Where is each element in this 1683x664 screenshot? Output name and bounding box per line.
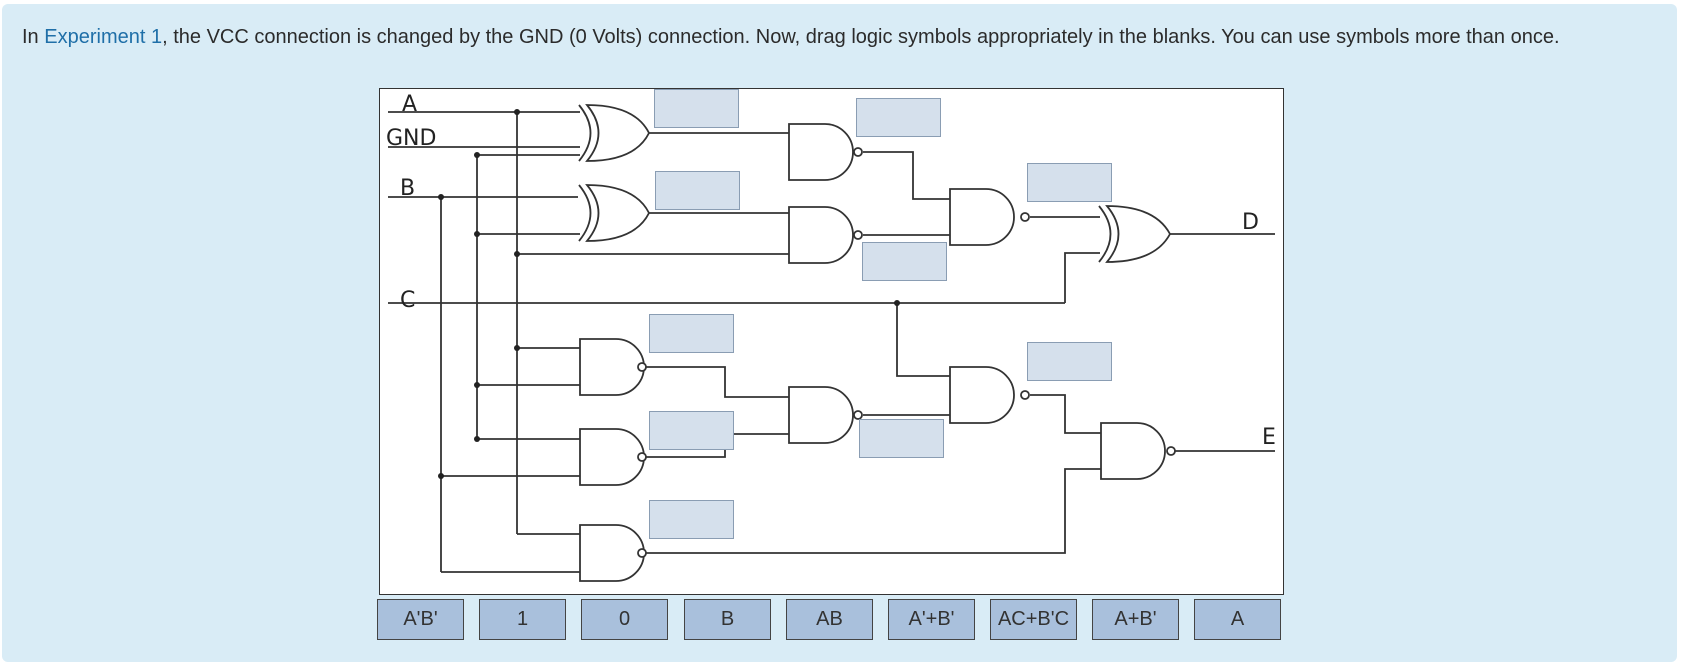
input-label-a: A <box>402 92 417 117</box>
token-one[interactable]: 1 <box>479 599 566 640</box>
token-ac-or-b-not-c[interactable]: AC+B'C <box>990 599 1077 640</box>
token-a[interactable]: A <box>1194 599 1281 640</box>
drop-zone-10[interactable] <box>649 500 734 539</box>
drop-zone-1[interactable] <box>654 89 739 128</box>
drop-zone-2[interactable] <box>856 98 941 137</box>
drop-zone-9[interactable] <box>859 419 944 458</box>
token-ab[interactable]: AB <box>786 599 873 640</box>
input-label-b: B <box>400 176 415 201</box>
input-label-gnd: GND <box>386 126 436 151</box>
instruction-text: In Experiment 1, the VCC connection is c… <box>22 22 1622 52</box>
drop-zone-8[interactable] <box>649 411 734 450</box>
output-label-e: E <box>1262 425 1276 450</box>
drop-zone-7[interactable] <box>1027 342 1112 381</box>
instruction-suffix: , the VCC connection is changed by the G… <box>162 26 1560 48</box>
token-zero[interactable]: 0 <box>581 599 668 640</box>
instruction-prefix: In <box>22 26 45 48</box>
drop-zone-6[interactable] <box>649 314 734 353</box>
input-label-c: C <box>400 288 415 313</box>
token-a-or-b-not[interactable]: A+B' <box>1092 599 1179 640</box>
token-a-not-or-b-not[interactable]: A'+B' <box>888 599 975 640</box>
experiment-1-link[interactable]: Experiment 1 <box>44 26 163 48</box>
circuit-diagram: A GND B C D E <box>379 88 1284 595</box>
drop-zone-3[interactable] <box>655 171 740 210</box>
token-a-not-b-not[interactable]: A'B' <box>377 599 464 640</box>
output-label-d: D <box>1242 210 1259 235</box>
circuit-svg: A GND B C D E <box>386 92 1276 582</box>
token-b[interactable]: B <box>684 599 771 640</box>
drop-zone-4[interactable] <box>1027 163 1112 202</box>
drop-zone-5[interactable] <box>862 242 947 281</box>
